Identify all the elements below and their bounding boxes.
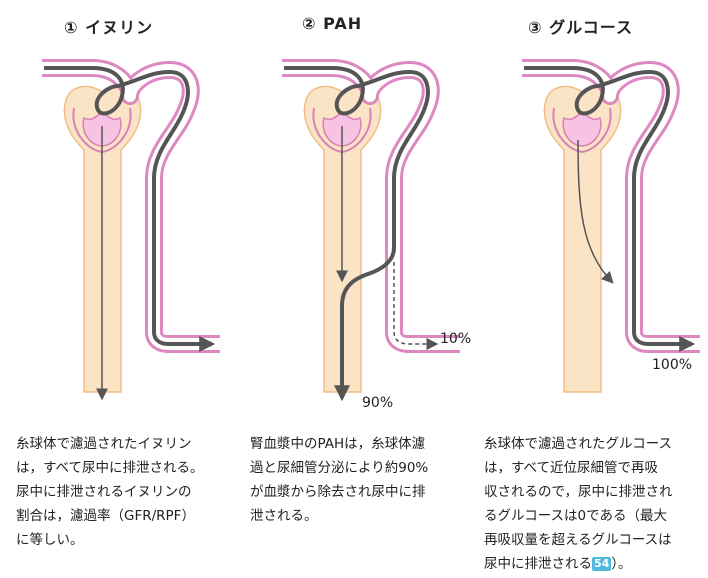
nephron-glucose	[522, 68, 700, 392]
glucose-reabsorbed-percent: 100%	[652, 357, 693, 373]
description-glucose-text: 糸球体で濾過されたグルコース は，すべて近位尿細管で再吸 収されるので，尿中に排…	[484, 436, 673, 572]
pah-tubule-percent: 10%	[440, 331, 472, 347]
panel-title-inulin: ① イヌリン	[64, 18, 154, 37]
panel-title-glucose: ③ グルコース	[528, 18, 633, 37]
nephron-pah	[282, 68, 460, 402]
pah-excreted-percent: 90%	[362, 395, 394, 411]
description-pah: 腎血漿中のPAHは，糸球体濾 過と尿細管分泌により約90% が血漿から除去され尿…	[250, 436, 429, 524]
panel-title-pah: ② PAH	[302, 14, 363, 33]
description-glucose: 糸球体で濾過されたグルコース は，すべて近位尿細管で再吸 収されるので，尿中に排…	[484, 432, 706, 576]
description-inulin: 糸球体で濾過されたイヌリン は，すべて尿中に排泄される。 尿中に排泄されるイヌリ…	[16, 436, 204, 548]
reference-badge[interactable]: 54	[592, 557, 612, 571]
description-glucose-tail: ）。	[611, 556, 632, 572]
nephron-inulin	[42, 68, 220, 398]
